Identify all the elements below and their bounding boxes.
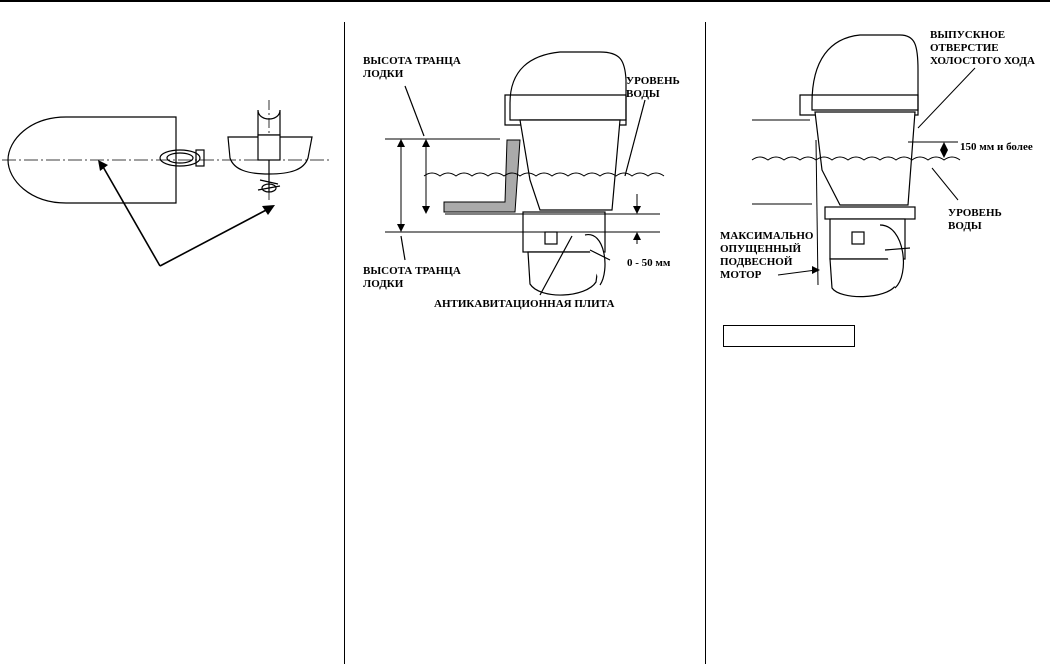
max-lowered-label: МАКСИМАЛЬНО ОПУЩЕННЫЙ ПОДВЕСНОЙ МОТОР: [720, 230, 814, 281]
idle-exhaust-label: ВЫПУСКНОЕ ОТВЕРСТИЕ ХОЛОСТОГО ХОДА: [930, 29, 1035, 67]
reference-lines-3: [752, 119, 958, 205]
transom-height-label-top: ВЫСОТА ТРАНЦА ЛОДКИ: [363, 55, 461, 80]
top-rule: [0, 0, 1050, 2]
pointer-arrows: [101, 164, 271, 267]
depth-label: 150 мм и более: [960, 141, 1033, 153]
column-divider-right: [705, 22, 706, 664]
transom: [443, 139, 521, 213]
water-line-3: [751, 156, 961, 161]
arrow-head-right: [262, 205, 275, 215]
outboard-motor-3: [799, 34, 919, 298]
anticavitation-plate-label: АНТИКАВИТАЦИОННАЯ ПЛИТА: [434, 298, 615, 310]
reference-lines: [385, 138, 660, 233]
clearance-label: 0 - 50 мм: [627, 257, 671, 269]
water-level-label-3: УРОВЕНЬ ВОДЫ: [948, 207, 1002, 232]
arrow-head-left: [98, 160, 108, 171]
column-divider-left: [344, 22, 345, 664]
boat-rear-view: [227, 109, 313, 193]
transom-height-label-bottom: ВЫСОТА ТРАНЦА ЛОДКИ: [363, 265, 461, 290]
water-level-label-2: УРОВЕНЬ ВОДЫ: [626, 75, 680, 100]
water-line-2: [423, 172, 665, 177]
boxed-note: [723, 325, 855, 347]
